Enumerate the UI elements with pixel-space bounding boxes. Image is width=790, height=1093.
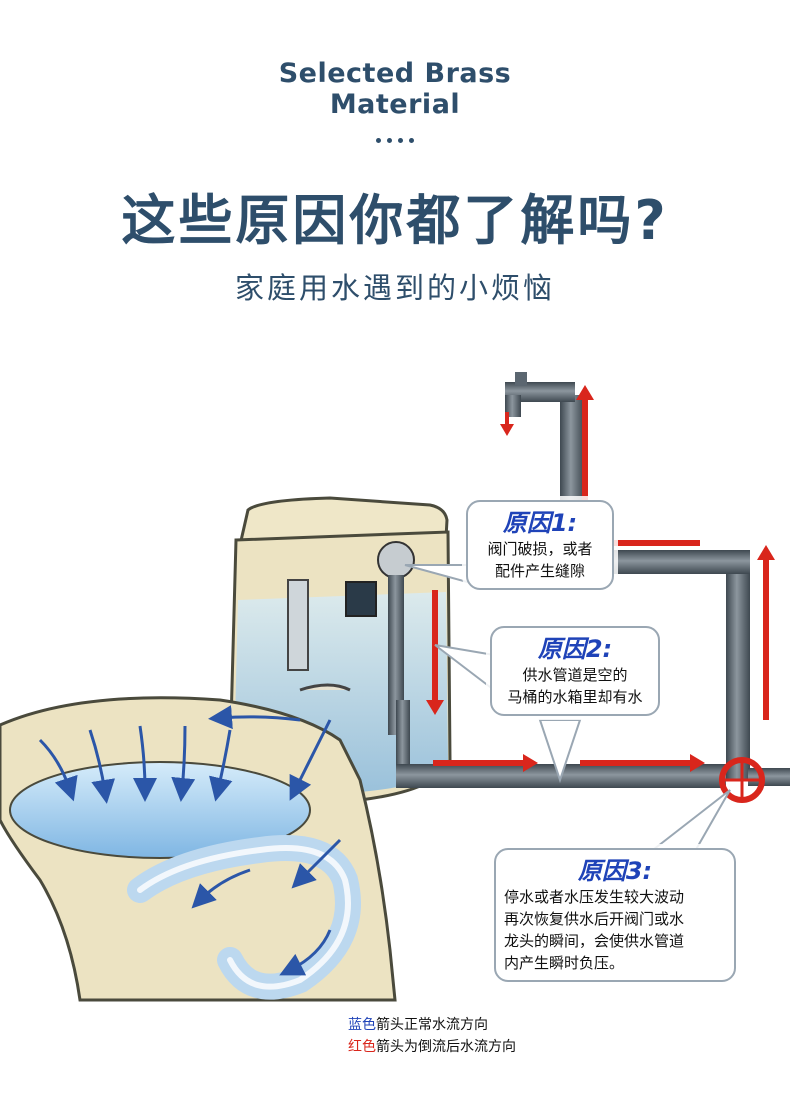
chinese-title: 这些原因你都了解吗?	[121, 189, 669, 252]
english-title-line-2: Material	[329, 89, 461, 120]
title-divider-dots	[0, 138, 790, 143]
legend-red-row: 红色箭头为倒流后水流方向	[348, 1036, 516, 1058]
english-title: Selected Brass Material	[0, 58, 790, 120]
toilet-backflow-illustration	[0, 372, 790, 1002]
normal-flow-arrows	[38, 705, 342, 976]
legend-red-word: 红色	[348, 1039, 376, 1055]
callout-reason-3-line-1: 停水或者水压发生较大波动	[504, 888, 685, 906]
callout-reason-3-line-3: 龙头的瞬间，会使供水管道	[504, 932, 685, 950]
callout-pointers	[404, 564, 731, 861]
legend-blue-text: 箭头正常水流方向	[376, 1017, 488, 1033]
callout-reason-2-line-1: 供水管道是空的	[522, 666, 628, 684]
fill-valve	[287, 541, 415, 735]
english-title-line-1: Selected Brass	[278, 58, 512, 89]
callout-reason-1-line-2: 配件产生缝隙	[494, 562, 585, 580]
callout-reason-3-line-2: 再次恢复供水后开阀门或水	[504, 910, 685, 928]
page-header: Selected Brass Material 这些原因你都了解吗? 家庭用水遇…	[0, 0, 790, 330]
callout-reason-1-line-1: 阀门破损，或者	[487, 540, 593, 558]
chinese-subtitle: 家庭用水遇到的小烦恼	[234, 271, 555, 305]
callout-reason-3: 原因3: 停水或者水压发生较大波动 再次恢复供水后开阀门或水 龙头的瞬间，会使供…	[494, 848, 736, 982]
callout-reason-1: 原因1: 阀门破损，或者 配件产生缝隙	[466, 500, 614, 590]
arrow-legend: 蓝色箭头正常水流方向 红色箭头为倒流后水流方向	[348, 1014, 516, 1058]
callout-reason-2: 原因2: 供水管道是空的 马桶的水箱里却有水	[490, 626, 660, 716]
toilet-bowl	[0, 696, 397, 1002]
callout-reason-3-line-4: 内产生瞬时负压。	[504, 954, 625, 972]
callout-reason-2-line-2: 马桶的水箱里却有水	[507, 688, 643, 706]
legend-blue-word: 蓝色	[348, 1017, 376, 1033]
callout-reason-2-title: 原因2:	[537, 635, 613, 663]
shutoff-valve-icon	[719, 757, 765, 803]
legend-blue-row: 蓝色箭头正常水流方向	[348, 1014, 516, 1036]
callout-reason-1-title: 原因1:	[502, 509, 578, 537]
callout-reason-3-title: 原因3:	[577, 857, 653, 885]
legend-red-text: 箭头为倒流后水流方向	[376, 1039, 516, 1055]
